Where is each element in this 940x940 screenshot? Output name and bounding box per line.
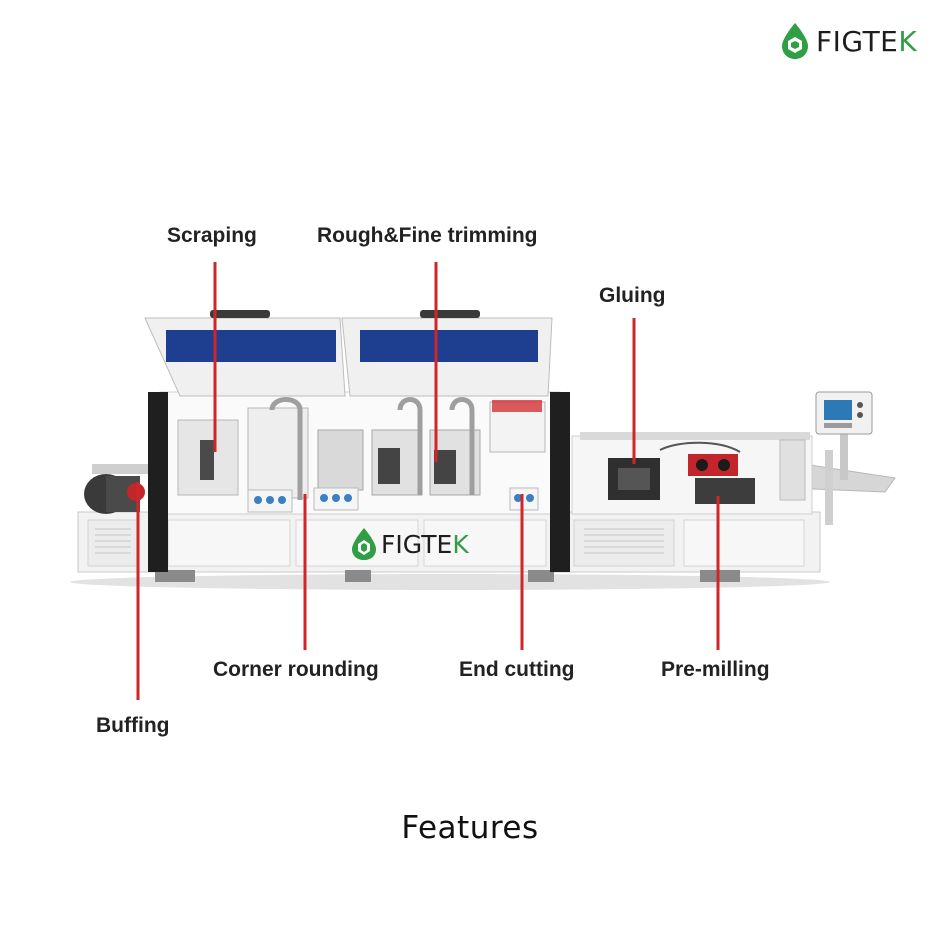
label-buffing: Buffing bbox=[96, 714, 170, 737]
label-scraping: Scraping bbox=[167, 224, 257, 247]
control-panel bbox=[815, 391, 873, 480]
figtek-drop-icon bbox=[782, 23, 808, 59]
label-corner-rounding: Corner rounding bbox=[213, 658, 379, 681]
features-caption: Features bbox=[401, 810, 539, 846]
buffing-unit bbox=[84, 464, 162, 514]
label-pre-milling: Pre-milling bbox=[661, 658, 770, 681]
label-gluing: Gluing bbox=[599, 284, 666, 307]
label-end-cutting: End cutting bbox=[459, 658, 575, 681]
machine-lids bbox=[144, 310, 553, 397]
machine-base bbox=[77, 511, 821, 582]
label-rough-fine-trimming: Rough&Fine trimming bbox=[317, 224, 538, 247]
brand-name: FIGTEK bbox=[816, 24, 918, 58]
machine-logo bbox=[352, 528, 376, 560]
leader-lines bbox=[136, 262, 720, 700]
machine-logo-text: FIGTEK bbox=[381, 530, 469, 559]
gluing-premilling-section bbox=[571, 432, 813, 515]
main-enclosure bbox=[148, 391, 570, 572]
brand-logo: FIGTEK bbox=[780, 22, 917, 60]
